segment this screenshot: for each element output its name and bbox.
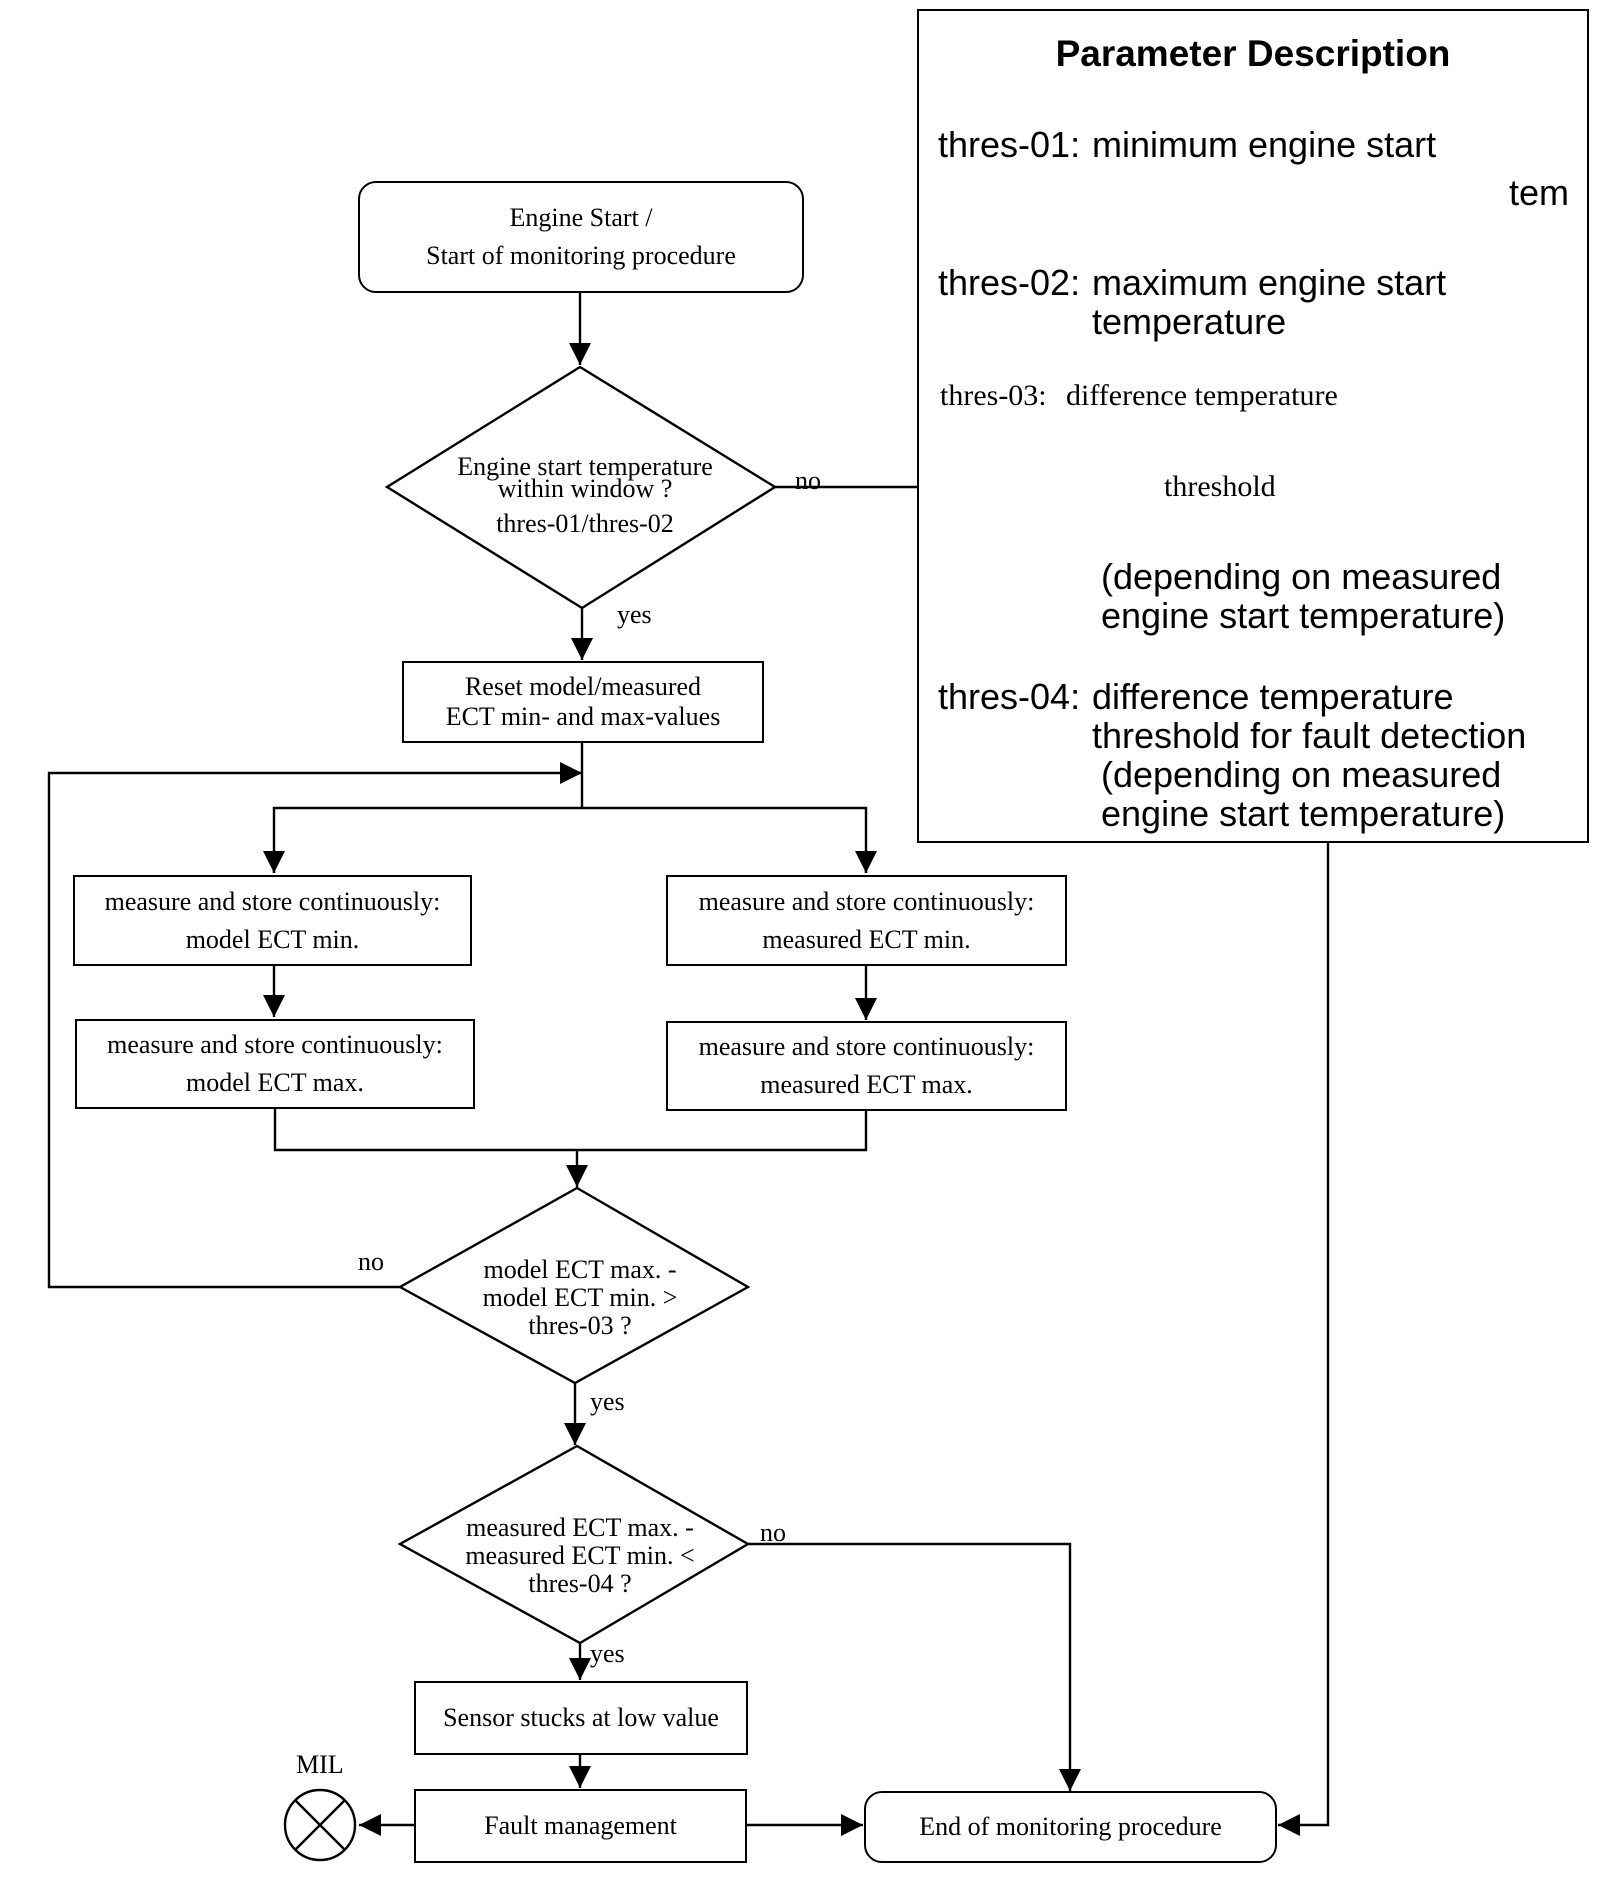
model-min-line1: measure and store continuously:	[104, 886, 441, 916]
thres04-key: thres-04:	[938, 676, 1081, 717]
arrow-panel-to-end	[1278, 843, 1330, 1836]
arrow-decision2-no-loop	[47, 762, 582, 1289]
model-ect-max-box: measure and store continuously: model EC…	[75, 1019, 475, 1109]
model-max-line2: model ECT max.	[186, 1068, 364, 1097]
decision1-line1: Engine start temperature	[457, 452, 713, 481]
line-merge	[273, 1109, 868, 1152]
thres04-desc-line4: engine start temperature)	[1101, 793, 1506, 834]
reset-box: Reset model/measured ECT min- and max-va…	[402, 661, 764, 743]
sensor-stuck-box: Sensor stucks at low value	[414, 1681, 748, 1755]
arrow-decision3-no	[745, 1542, 1081, 1791]
model-max-line1: measure and store continuously:	[107, 1030, 443, 1059]
decision3-line2: measured ECT min. <	[465, 1541, 695, 1570]
decision2-line1: model ECT max. -	[483, 1255, 677, 1284]
decision3-line3: thres-04 ?	[528, 1569, 632, 1598]
thres03-desc-line3: (depending on measured	[1101, 556, 1502, 597]
measured-ect-max-box: measure and store continuously: measured…	[666, 1021, 1067, 1111]
decision2-line2: model ECT min. >	[482, 1283, 678, 1312]
end-label: End of monitoring procedure	[919, 1812, 1222, 1841]
thres04-desc-line3: (depending on measured	[1101, 754, 1502, 795]
decision3-text: measured ECT max. - measured ECT min. < …	[430, 1514, 730, 1598]
thres02-desc-line2: temperature	[1092, 301, 1287, 342]
decision2-diamond	[397, 1186, 751, 1385]
decision3-line1: measured ECT max. -	[466, 1513, 694, 1542]
thres04-desc-line1: difference temperature	[1092, 676, 1454, 717]
decision1-text: Engine start temperature within window ?…	[420, 452, 750, 538]
decision1-no-label: no	[795, 466, 821, 495]
parameter-title: Parameter Description	[1055, 33, 1451, 74]
thres01-key: thres-01:	[938, 124, 1081, 165]
decision3-yes-label: yes	[590, 1639, 625, 1668]
start-label-line2: Start of monitoring procedure	[426, 241, 736, 270]
start-box: Engine Start / Start of monitoring proce…	[358, 181, 804, 293]
measured-max-line1: measure and store continuously:	[698, 1032, 1035, 1061]
thres03-desc-line2: threshold	[1164, 470, 1276, 503]
decision2-text: model ECT max. - model ECT min. > thres-…	[440, 1256, 720, 1340]
decision1-line3: thres-01/thres-02	[496, 509, 674, 538]
model-ect-min-box: measure and store continuously: model EC…	[73, 875, 472, 966]
decision2-line3: thres-03 ?	[528, 1311, 632, 1340]
decision1-line2: within window ?	[497, 474, 673, 503]
thres01-desc: minimum engine start	[1092, 124, 1437, 165]
decision1-diamond	[384, 365, 778, 610]
measured-min-line1: measure and store continuously:	[698, 886, 1035, 916]
start-label-line1: Engine Start /	[509, 203, 653, 232]
reset-label-line1: Reset model/measured	[464, 672, 702, 701]
thres02-key: thres-02:	[938, 262, 1081, 303]
line-split	[272, 806, 868, 873]
decision3-no-label: no	[760, 1518, 786, 1547]
fault-management-label: Fault management	[484, 1811, 677, 1840]
measured-ect-min-box: measure and store continuously: measured…	[666, 875, 1067, 966]
thres04-desc-line2: threshold for fault detection	[1092, 715, 1527, 756]
decision3-diamond	[397, 1444, 751, 1645]
decision2-yes-label: yes	[590, 1387, 625, 1416]
thres03-desc-line1: difference temperature	[1066, 379, 1338, 412]
sensor-stuck-label: Sensor stucks at low value	[443, 1703, 719, 1732]
end-box: End of monitoring procedure	[864, 1791, 1277, 1863]
thres01-overflow: tem	[1509, 172, 1570, 213]
thres02-desc-line1: maximum engine start	[1092, 262, 1447, 303]
decision2-no-label: no	[358, 1247, 384, 1276]
thres03-key: thres-03:	[940, 379, 1047, 412]
decision1-yes-label: yes	[617, 600, 652, 629]
mil-cross	[294, 1799, 346, 1851]
parameter-description-panel: Parameter Description thres-01: minimum …	[917, 9, 1589, 843]
thres03-desc-line4: engine start temperature)	[1101, 595, 1506, 636]
model-min-line2: model ECT min.	[185, 924, 360, 954]
measured-min-line2: measured ECT min.	[762, 924, 971, 954]
measured-max-line2: measured ECT max.	[760, 1070, 973, 1099]
mil-label: MIL	[296, 1750, 344, 1779]
fault-management-box: Fault management	[414, 1789, 747, 1863]
reset-label-line2: ECT min- and max-values	[445, 702, 721, 731]
